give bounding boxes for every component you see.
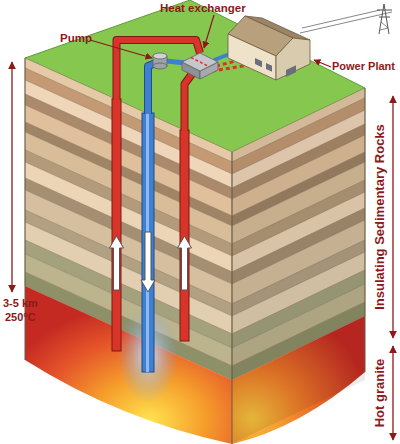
- power-line: [302, 10, 380, 28]
- building-wall: [276, 38, 310, 80]
- window: [255, 58, 262, 67]
- window: [266, 63, 272, 72]
- building-wall: [228, 34, 276, 80]
- block-edge: [232, 152, 233, 444]
- dimension-label: 3-5 km: [3, 297, 38, 309]
- exchanger-coil: [191, 58, 209, 67]
- side-shade: [232, 88, 365, 444]
- heat-exchanger-symbol: [182, 53, 218, 79]
- pylon: [380, 22, 388, 30]
- flow-arrow: [110, 236, 124, 290]
- exchanger-top: [182, 53, 218, 71]
- pylon: [379, 4, 389, 34]
- pump-top: [153, 53, 167, 59]
- leader-arrow: [314, 60, 331, 67]
- block-edge: [365, 88, 366, 372]
- pylon: [379, 17, 390, 18]
- callout-label: Pump: [60, 32, 92, 45]
- door: [286, 65, 296, 77]
- callout-label: Power Plant: [332, 60, 395, 72]
- callout-label: Heat exchanger: [160, 2, 246, 15]
- injection-well: [142, 113, 154, 372]
- pump-base: [153, 63, 167, 69]
- cold-pipe: [148, 63, 156, 114]
- pylon-symbol: [300, 4, 392, 34]
- flow-arrow: [141, 232, 155, 292]
- power-line: [300, 12, 392, 33]
- pylon: [377, 10, 392, 11]
- leader-arrow: [204, 15, 214, 48]
- layer-arrow: [392, 96, 393, 338]
- flow-arrow: [178, 236, 192, 290]
- layer-label: Insulating Sedimentary Rocks: [373, 124, 387, 310]
- leader-arrow: [90, 40, 152, 58]
- depth-arrow: [11, 62, 12, 292]
- dimension-arrows: [12, 62, 393, 440]
- dimension-label: 250°C: [5, 311, 36, 323]
- hot-pipe: [185, 74, 193, 131]
- hot-pipe-outline: [185, 74, 193, 131]
- pump-symbol: [153, 53, 167, 69]
- leader-lines: [90, 15, 331, 67]
- cold-pipe-outline: [148, 63, 156, 114]
- layer-arrow: [392, 346, 393, 440]
- layer-label: Hot granite: [373, 359, 387, 428]
- production-well: [112, 99, 121, 351]
- flow-arrows: [110, 232, 192, 292]
- power-plant-building: [228, 16, 310, 80]
- wells: [112, 99, 189, 372]
- hot-granite-front: [25, 286, 232, 444]
